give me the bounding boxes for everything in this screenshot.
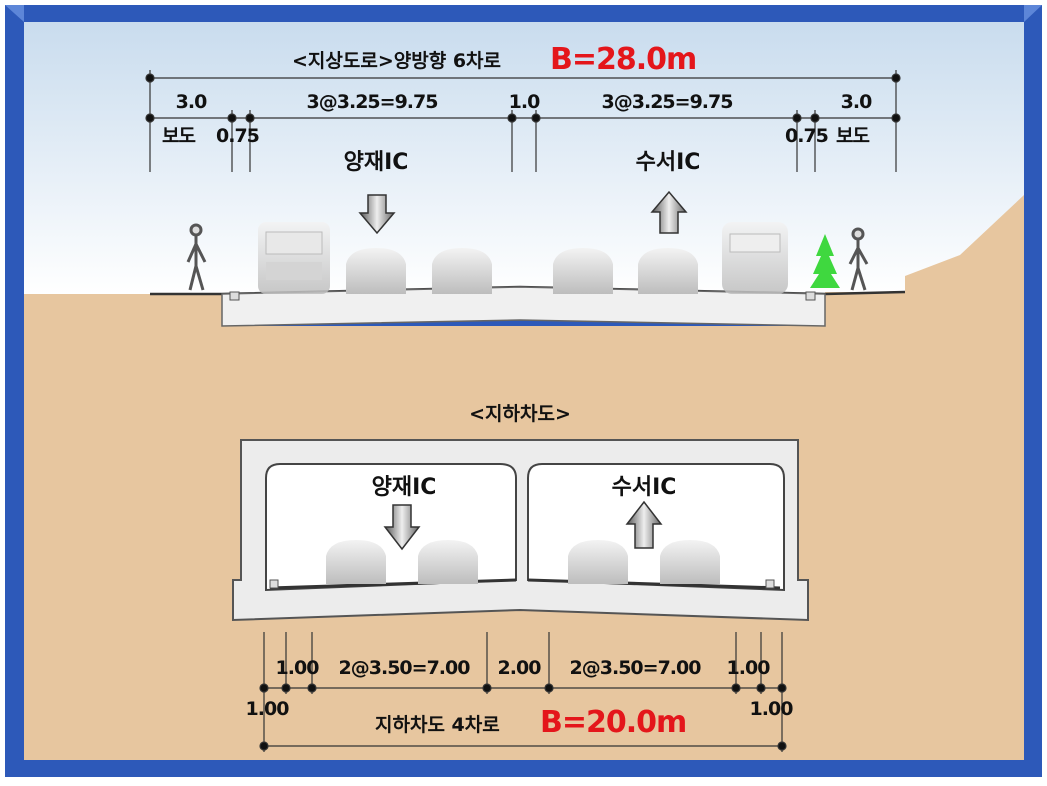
underpass-title: <지하차도> [469,403,571,425]
underpass-dim-lines [259,632,787,752]
surface-dir-suseo: 수서IC [635,150,701,175]
dim-underpass-inner-left: 1.00 [275,657,320,679]
surface-dir-yangjae: 양재IC [343,150,409,175]
car-surface-1 [346,248,406,294]
car-underpass-2 [418,540,478,584]
dim-underpass-lanes-left: 2@3.50=7.00 [338,657,471,679]
dim-underpass-outer-left: 1.00 [245,698,290,720]
underpass-width: B=20.0m [540,705,687,740]
arrow-down-yangjae-surface [358,194,396,235]
underpass-summary: 지하차도 4차로 [375,714,500,736]
car-underpass-1 [326,540,386,584]
underpass-curb-right [765,579,775,589]
dim-lanes-left: 3@3.25=9.75 [306,91,439,113]
arrow-up-suseo-underpass [625,500,663,549]
curb-right [805,291,816,301]
pedestrian-right [848,227,869,291]
car-underpass-4 [660,540,720,584]
dim-shoulder-left: 0.75 [216,125,260,147]
surface-dim-lines [145,70,901,172]
dim-underpass-lanes-right: 2@3.50=7.00 [569,657,702,679]
frame-corner-tr [1024,5,1042,22]
underpass-dir-yangjae: 양재IC [371,475,437,500]
surface-deck [221,286,826,327]
frame-corner-tl [5,5,24,22]
dim-underpass-median: 2.00 [497,657,542,679]
car-surface-3 [553,248,613,294]
underpass-curb-left [269,579,279,589]
sidewalk-label-right: 보도 [836,125,870,147]
dim-sidewalk-right: 3.0 [840,91,873,113]
sky [24,22,1024,296]
pedestrian-left [186,223,207,291]
dim-sidewalk-left: 3.0 [175,91,208,113]
surface-title: <지상도로>양방향 6차로 [292,50,501,72]
tree [810,234,840,288]
sidewalk-label-left: 보도 [162,125,196,147]
dim-shoulder-right: 0.75 [785,125,829,147]
dim-underpass-inner-right: 1.00 [726,657,771,679]
car-underpass-3 [568,540,628,584]
dim-underpass-outer-right: 1.00 [749,698,794,720]
arrow-down-yangjae-underpass [383,504,421,551]
curb-left [229,291,240,301]
dim-median: 1.0 [508,91,541,113]
dim-lanes-right: 3@3.25=9.75 [601,91,734,113]
underpass-dir-suseo: 수서IC [611,475,677,500]
truck-left [258,222,330,294]
car-surface-2 [432,248,492,294]
van-right [722,222,788,294]
surface-width: B=28.0m [550,42,697,77]
arrow-up-suseo-surface [650,190,688,234]
car-surface-4 [638,248,698,294]
